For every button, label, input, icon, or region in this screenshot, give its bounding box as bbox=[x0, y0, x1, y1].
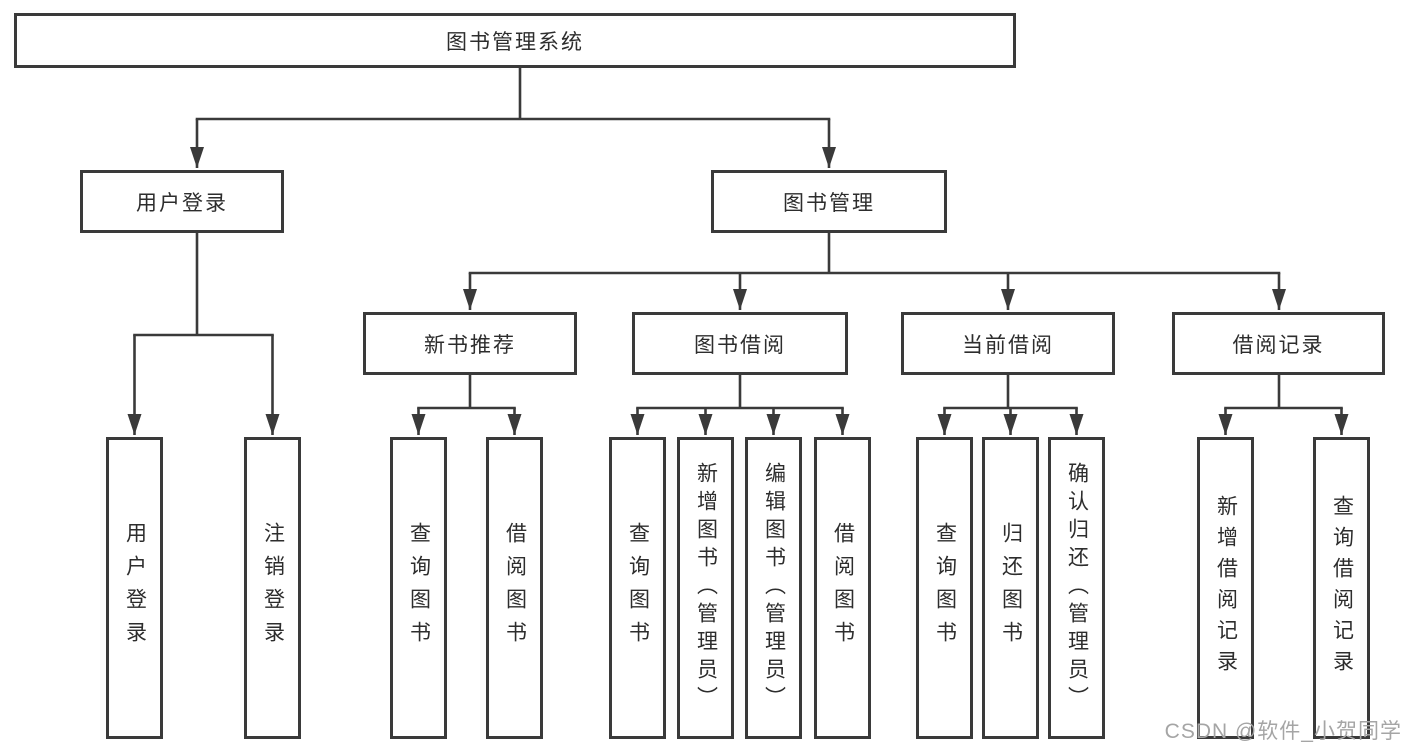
node-current-borrow: 当前借阅 bbox=[901, 312, 1115, 375]
node-label: 借阅图书 bbox=[503, 522, 527, 654]
leaf-logout: 注销登录 bbox=[244, 437, 301, 739]
leaf-return-books: 归还图书 bbox=[982, 437, 1039, 739]
leaf-query-books-2: 查询图书 bbox=[609, 437, 666, 739]
leaf-add-book-admin: 新增图书（管理员） bbox=[677, 437, 734, 739]
leaf-query-books-1: 查询图书 bbox=[390, 437, 447, 739]
node-book-borrow: 图书借阅 bbox=[632, 312, 848, 375]
node-label: 确认归还（管理员） bbox=[1065, 462, 1089, 714]
node-new-book-recommend: 新书推荐 bbox=[363, 312, 577, 375]
node-label: 新增图书（管理员） bbox=[694, 462, 718, 714]
leaf-user-login: 用户登录 bbox=[106, 437, 163, 739]
node-label: 借阅记录 bbox=[1232, 333, 1325, 357]
node-label: 归还图书 bbox=[999, 522, 1023, 654]
leaf-borrow-books-2: 借阅图书 bbox=[814, 437, 871, 739]
node-label: 编辑图书（管理员） bbox=[762, 462, 786, 714]
leaf-borrow-books-1: 借阅图书 bbox=[486, 437, 543, 739]
node-label: 用户登录 bbox=[136, 191, 228, 215]
node-label: 查询图书 bbox=[626, 522, 650, 654]
node-label: 注销登录 bbox=[261, 522, 285, 654]
node-label: 图书管理 bbox=[783, 191, 875, 215]
csdn-watermark: CSDN @软件_小贺同学 bbox=[1164, 720, 1402, 743]
node-label: 图书借阅 bbox=[694, 333, 786, 357]
node-library-system: 图书管理系统 bbox=[14, 13, 1016, 68]
leaf-add-borrow-record: 新增借阅记录 bbox=[1197, 437, 1254, 739]
node-user-login: 用户登录 bbox=[80, 170, 284, 233]
node-label: 查询图书 bbox=[933, 522, 957, 654]
leaf-query-books-3: 查询图书 bbox=[916, 437, 973, 739]
node-label: 查询借阅记录 bbox=[1330, 495, 1354, 681]
node-label: 借阅图书 bbox=[831, 522, 855, 654]
node-label: 图书管理系统 bbox=[446, 30, 584, 54]
node-book-management: 图书管理 bbox=[711, 170, 947, 233]
node-borrow-records: 借阅记录 bbox=[1172, 312, 1385, 375]
node-label: 用户登录 bbox=[123, 522, 147, 654]
node-label: 查询图书 bbox=[407, 522, 431, 654]
leaf-edit-book-admin: 编辑图书（管理员） bbox=[745, 437, 802, 739]
node-label: 当前借阅 bbox=[962, 333, 1054, 357]
node-label: 新书推荐 bbox=[424, 333, 516, 357]
tree-wires bbox=[133, 66, 1343, 410]
node-label: 新增借阅记录 bbox=[1214, 495, 1238, 681]
leaf-query-borrow-record: 查询借阅记录 bbox=[1313, 437, 1370, 739]
leaf-confirm-return-admin: 确认归还（管理员） bbox=[1048, 437, 1105, 739]
